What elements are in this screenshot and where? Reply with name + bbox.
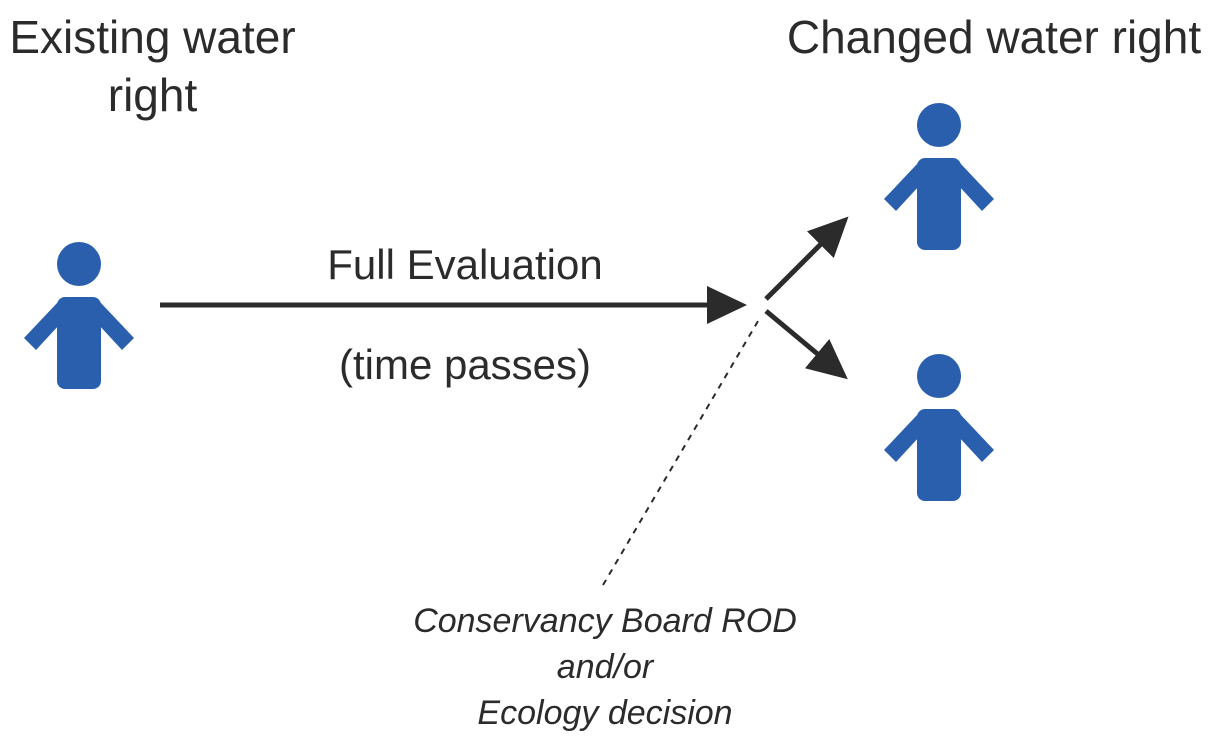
changed-person-upper-icon (884, 103, 994, 250)
branch-arrow-upper (764, 216, 849, 301)
existing-person-icon (24, 242, 134, 389)
decision-pointer-dashed (602, 315, 762, 586)
existing-label-line-1: Existing water (9, 11, 296, 63)
full-evaluation-label: Full Evaluation (327, 241, 603, 288)
decision-note-line-3: Ecology decision (477, 694, 733, 732)
existing-water-right-label: Existing water right (0, 8, 305, 124)
time-passes-label: (time passes) (338, 341, 592, 388)
decision-note: Conservancy Board ROD and/or Ecology dec… (360, 598, 850, 736)
changed-water-right-label: Changed water right (786, 11, 1202, 63)
branch-arrow-lower (764, 309, 848, 380)
decision-note-line-1: Conservancy Board ROD (413, 602, 797, 640)
decision-note-line-2: and/or (556, 648, 654, 686)
changed-person-lower-icon (884, 354, 994, 501)
existing-label-line-2: right (107, 69, 198, 121)
